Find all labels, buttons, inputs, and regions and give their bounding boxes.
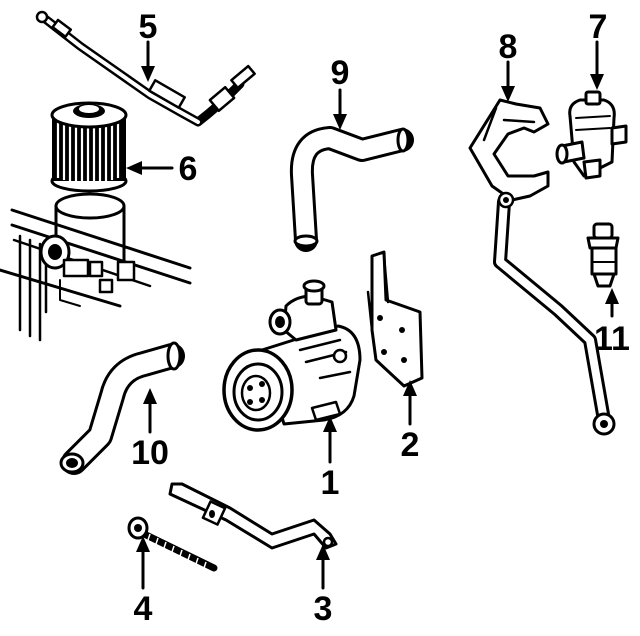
fuel-injector[interactable]	[586, 222, 620, 288]
pump-bracket[interactable]	[366, 250, 424, 388]
callout-labels: 1 2 3 4 5 6 7 8 9 10 11	[131, 8, 630, 628]
adjusting-bracket[interactable]	[168, 482, 338, 550]
callout-7: 7	[589, 8, 608, 46]
suction-hose[interactable]	[59, 341, 185, 475]
engine-block	[0, 192, 192, 342]
return-hose[interactable]	[289, 126, 414, 252]
callout-11: 11	[594, 320, 630, 358]
callout-1: 1	[321, 464, 340, 502]
leader-arrows	[126, 40, 619, 590]
callout-2: 2	[401, 426, 420, 464]
power-steering-pump[interactable]	[222, 279, 362, 432]
callout-10: 10	[131, 434, 169, 472]
callout-4: 4	[134, 590, 153, 628]
pressure-hose[interactable]	[35, 10, 256, 127]
filter-element[interactable]	[50, 101, 128, 193]
mounting-bracket[interactable]	[468, 98, 616, 436]
callout-9: 9	[331, 54, 350, 92]
callout-8: 8	[499, 28, 518, 66]
callout-5: 5	[139, 8, 158, 46]
callout-3: 3	[314, 590, 333, 628]
callout-6: 6	[179, 150, 198, 188]
adjusting-bolt[interactable]	[127, 516, 218, 572]
fuel-pressure-regulator[interactable]	[555, 90, 628, 180]
